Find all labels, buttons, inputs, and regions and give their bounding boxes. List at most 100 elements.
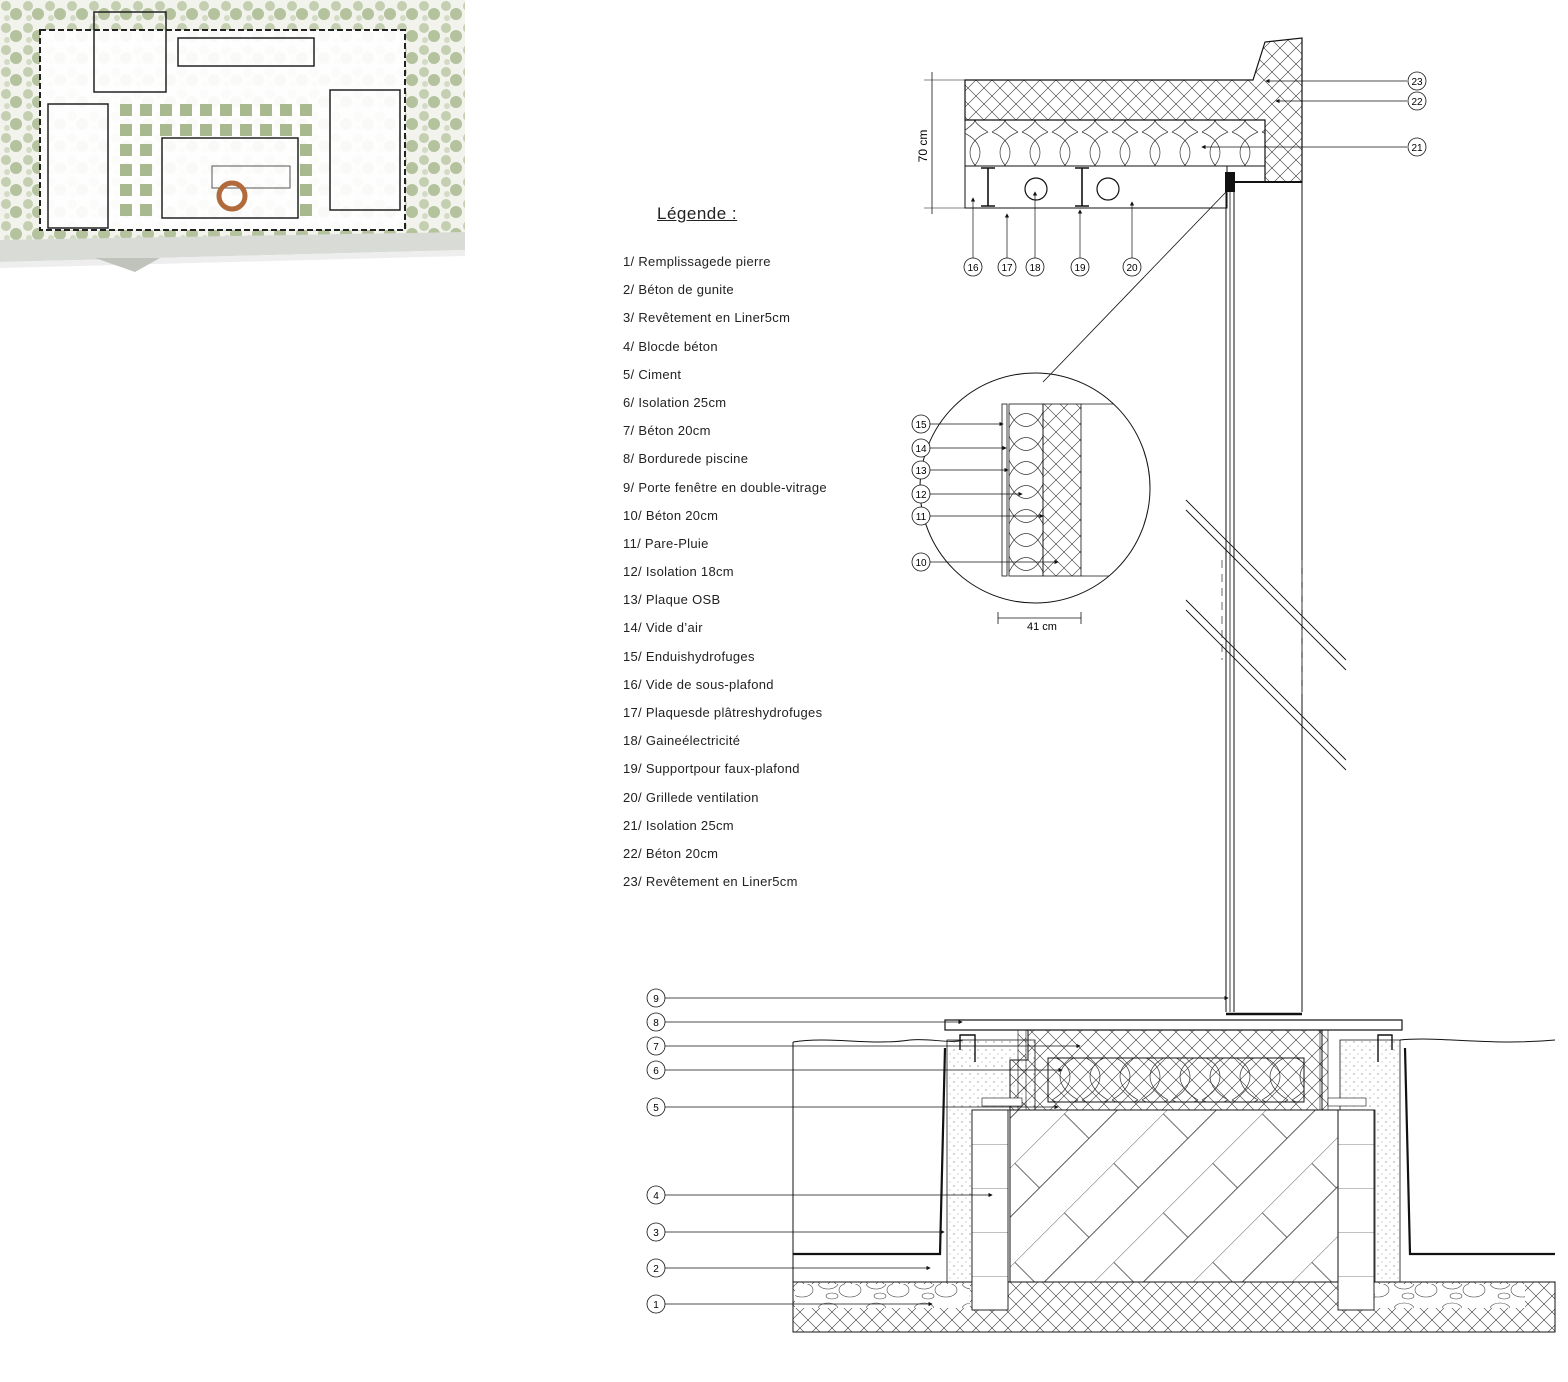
callout-11: 11 <box>911 506 931 526</box>
legend-item: 17/ Plaquesde plâtreshydrofuges <box>623 705 823 720</box>
callout-8: 8 <box>646 1012 666 1032</box>
tree-marker <box>220 124 232 136</box>
callout-3: 3 <box>646 1222 666 1242</box>
svg-text:12: 12 <box>915 490 927 501</box>
tree-marker <box>180 104 192 116</box>
callout-9: 9 <box>646 988 666 1008</box>
callout-4: 4 <box>646 1185 666 1205</box>
tree-marker <box>160 124 172 136</box>
tree-marker <box>140 144 152 156</box>
tree-marker <box>120 124 132 136</box>
roof-height-dimension: 70 cm <box>916 72 966 214</box>
legend-list: 1/ Remplissagede pierre 2/ Béton de guni… <box>623 254 827 902</box>
callout-21: 21 <box>1407 137 1427 157</box>
window-frame <box>1185 181 1347 1016</box>
legend-item: 15/ Enduishydrofuges <box>623 648 755 664</box>
svg-text:1: 1 <box>653 1300 659 1311</box>
roof-right-callouts: 23 22 21 <box>1201 71 1427 157</box>
roof-assembly <box>964 37 1303 209</box>
svg-text:8: 8 <box>653 1018 659 1029</box>
legend-item: 2/ Béton de gunite <box>623 282 734 298</box>
tree-marker <box>200 104 212 116</box>
roof-height-label: 70 cm <box>916 130 930 163</box>
svg-text:20: 20 <box>1126 263 1138 274</box>
legend-item: 21/ Isolation 25cm <box>623 817 734 833</box>
tree-marker <box>300 144 312 156</box>
legend-item: 20/ Grillede ventilation <box>623 789 759 805</box>
callout-2: 2 <box>646 1258 666 1278</box>
tree-marker <box>300 204 312 216</box>
tree-marker <box>300 104 312 116</box>
legend-item: 6/ Isolation 25cm <box>623 394 727 410</box>
callout-5: 5 <box>646 1097 666 1117</box>
legend-item: 5/ Ciment <box>623 366 682 382</box>
foundation-callouts: 9 8 7 6 5 4 3 2 1 <box>646 988 1229 1314</box>
location-marker <box>216 180 248 212</box>
tree-grid <box>120 104 312 216</box>
callout-20: 20 <box>1122 257 1142 277</box>
legend-item: 7/ Béton 20cm <box>623 423 711 439</box>
callout-19: 19 <box>1070 257 1090 277</box>
legend-item: 4/ Blocde béton <box>623 338 718 354</box>
legend-title: Légende : <box>657 204 738 223</box>
tree-marker <box>140 124 152 136</box>
callout-1: 1 <box>646 1294 666 1314</box>
legend-item: 16/ Vide de sous-plafond <box>623 676 774 692</box>
tree-marker <box>300 184 312 196</box>
svg-text:18: 18 <box>1029 263 1041 274</box>
tree-marker <box>120 104 132 116</box>
site-plan <box>0 0 465 272</box>
callout-18: 18 <box>1025 257 1045 277</box>
svg-text:21: 21 <box>1411 143 1423 154</box>
tree-marker <box>220 104 232 116</box>
tree-marker <box>120 184 132 196</box>
callout-7: 7 <box>646 1036 666 1056</box>
svg-text:4: 4 <box>653 1191 659 1202</box>
wall-thickness-label: 41 cm <box>1027 621 1057 633</box>
roof-callouts: 16 17 18 19 20 <box>963 191 1142 277</box>
tree-marker <box>300 164 312 176</box>
tree-marker <box>120 204 132 216</box>
tree-marker <box>260 124 272 136</box>
svg-text:23: 23 <box>1411 77 1423 88</box>
legend-item: 13/ Plaque OSB <box>623 592 721 608</box>
callout-15: 15 <box>911 414 931 434</box>
legend-item: 12/ Isolation 18cm <box>623 564 734 580</box>
legend-item: 3/ Revêtement en Liner5cm <box>623 310 791 326</box>
tree-marker <box>280 104 292 116</box>
tree-marker <box>260 104 272 116</box>
callout-10: 10 <box>911 552 931 572</box>
tree-marker <box>140 184 152 196</box>
tree-marker <box>180 124 192 136</box>
svg-text:3: 3 <box>653 1228 659 1239</box>
legend-item: 9/ Porte fenêtre en double-vitrage <box>623 479 827 495</box>
wall-detail-circle: 41 cm <box>919 191 1227 633</box>
tree-marker <box>280 124 292 136</box>
svg-text:13: 13 <box>915 466 927 477</box>
svg-text:16: 16 <box>967 263 979 274</box>
legend-item: 18/ Gaineélectricité <box>623 733 741 749</box>
tree-marker <box>240 104 252 116</box>
svg-text:14: 14 <box>915 444 927 455</box>
tree-marker <box>160 104 172 116</box>
tree-marker <box>140 204 152 216</box>
svg-text:15: 15 <box>915 420 927 431</box>
callout-6: 6 <box>646 1060 666 1080</box>
callout-12: 12 <box>911 484 931 504</box>
svg-text:2: 2 <box>653 1264 659 1275</box>
callout-14: 14 <box>911 438 931 458</box>
svg-text:19: 19 <box>1074 263 1086 274</box>
legend-item: 11/ Pare-Pluie <box>623 535 709 551</box>
tree-marker <box>140 104 152 116</box>
legend-item: 10/ Béton 20cm <box>623 507 719 523</box>
callout-23: 23 <box>1407 71 1427 91</box>
svg-text:7: 7 <box>653 1042 659 1053</box>
svg-text:10: 10 <box>915 558 927 569</box>
tree-marker <box>300 124 312 136</box>
callout-22: 22 <box>1407 91 1427 111</box>
callout-13: 13 <box>911 460 931 480</box>
tree-marker <box>120 164 132 176</box>
svg-text:5: 5 <box>653 1103 659 1114</box>
callout-17: 17 <box>997 257 1017 277</box>
